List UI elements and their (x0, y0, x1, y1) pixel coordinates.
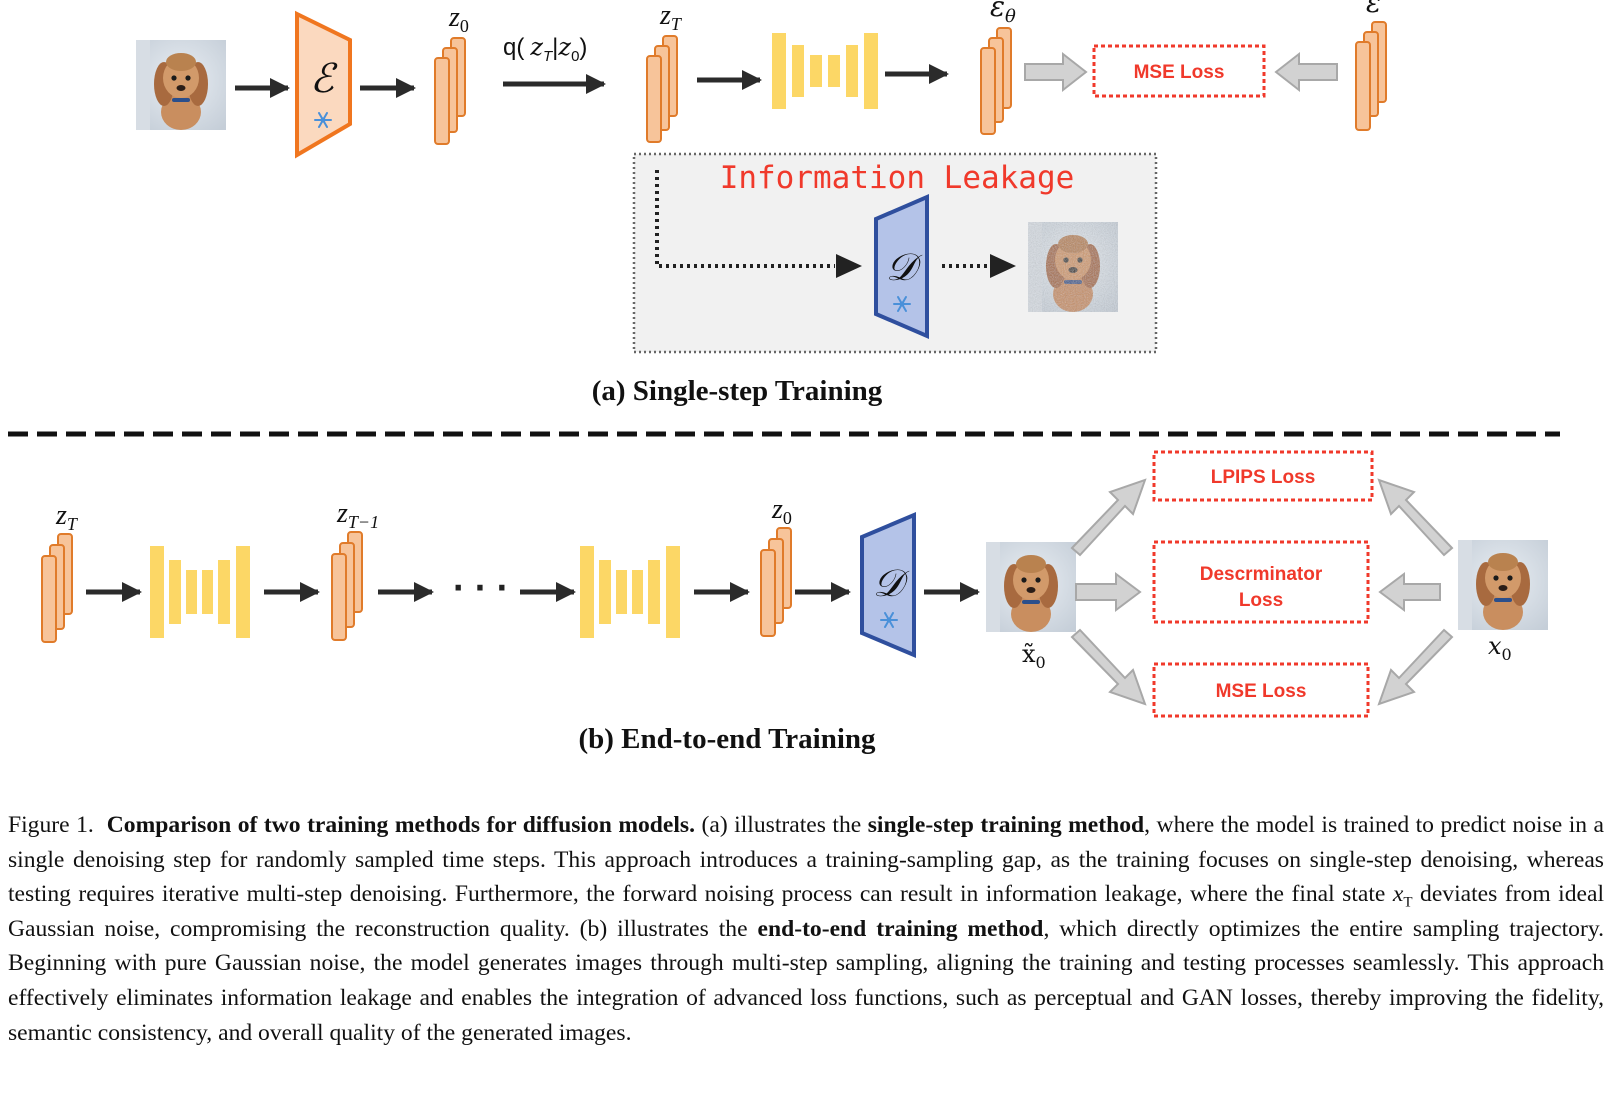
caption-math-x: x (1392, 881, 1404, 908)
caption-math-sub: T (1403, 894, 1413, 911)
svg-text:MSE Loss: MSE Loss (1134, 62, 1225, 83)
ground-truth-image: x0 (1458, 540, 1548, 664)
gray-arrow-to-mse (1024, 51, 1088, 93)
decoder-block-b: 𝒟 (860, 511, 916, 659)
x0-tilde-label: x̃ (1022, 640, 1036, 668)
zT-label: z (659, 0, 671, 31)
zT-sub: T (671, 14, 683, 34)
gray-arrow-from-eps (1274, 51, 1338, 93)
panel-a: ℰ z0 q(zT|z0) zT (136, 0, 1387, 407)
latent-eps-theta: εθ (980, 0, 1016, 135)
svg-text:εθ: εθ (990, 0, 1016, 27)
eps-label: ε (1366, 0, 1381, 19)
lpips-loss-box: LPIPS Loss (1152, 450, 1374, 502)
svg-text:z0: z0 (771, 494, 792, 528)
z0-label: z (448, 2, 460, 33)
figure-caption: Figure 1. Comparison of two training met… (8, 808, 1604, 1050)
latent-zT: zT (646, 0, 683, 143)
latent-zT1: zT−1 (331, 498, 379, 641)
caption-text-3: deviates from ideal Gaussian noise, comp… (8, 881, 1604, 942)
svg-text:zT: zT (55, 500, 79, 534)
gray-arrow-down-left (1070, 628, 1147, 706)
mse-loss-box-b: MSE Loss (1152, 662, 1370, 718)
svg-text:x̃0: x̃0 (1022, 640, 1046, 672)
unet-block (772, 33, 878, 109)
noisy-image (1028, 222, 1118, 312)
svg-text:q(zT|z0): q(zT|z0) (503, 33, 587, 65)
svg-text:z0: z0 (448, 2, 469, 36)
decoder-block-a: 𝒟 (874, 193, 929, 340)
caption-bold-2: end-to-end training method (757, 915, 1044, 942)
latent-z0: z0 (434, 2, 469, 145)
latent-z0-b: z0 (760, 494, 792, 637)
caption-a: (a) Single-step Training (592, 375, 883, 407)
caption-b: (b) End-to-end Training (578, 723, 876, 755)
svg-text:MSE Loss: MSE Loss (1216, 681, 1307, 702)
information-leakage-title: Information Leakage (720, 160, 1075, 196)
generated-image: x̃0 (986, 542, 1076, 672)
caption-text-1: (a) illustrates the (701, 812, 862, 838)
gray-arrow-up-right (1377, 478, 1454, 557)
encoder-symbol: ℰ (310, 56, 338, 102)
svg-text:Descrminator: Descrminator (1200, 564, 1323, 585)
mse-loss-box: MSE Loss (1092, 44, 1266, 98)
x0-label: x (1488, 632, 1502, 660)
latent-zT-b: zT (41, 500, 79, 643)
encoder-block: ℰ (295, 10, 352, 159)
caption-text-4: , which directly optimizes the entire sa… (8, 915, 1604, 1046)
ellipsis: · · · (452, 571, 507, 606)
unet-block-1 (150, 546, 250, 638)
figure-label: Figure 1. (8, 812, 94, 838)
svg-text:zT: zT (659, 0, 683, 34)
svg-text:zT−1: zT−1 (336, 498, 379, 532)
caption-bold-1: single-step training method (867, 812, 1145, 838)
eps-theta-label: ε (990, 0, 1005, 23)
q-label: q(zT|z0) (503, 33, 587, 65)
panel-b: zT zT−1 · · · (41, 450, 1548, 755)
gray-arrow-mid-right (1378, 572, 1441, 612)
svg-text:x0: x0 (1488, 632, 1512, 664)
gray-arrow-up-left (1070, 478, 1147, 557)
information-leakage-panel: Information Leakage 𝒟 (632, 152, 1158, 354)
caption-text-2: , where the model is trained to predict … (8, 812, 1605, 908)
figure-title: Comparison of two training methods for d… (106, 812, 696, 838)
gray-arrow-down-right (1377, 628, 1454, 706)
latent-eps: ε (1355, 0, 1387, 131)
input-image (136, 40, 226, 130)
z0-sub: 0 (460, 16, 469, 36)
discriminator-loss-box: Descrminator Loss (1152, 540, 1370, 624)
svg-text:Loss: Loss (1239, 590, 1283, 611)
gray-arrow-mid-left (1075, 572, 1142, 612)
svg-text:LPIPS Loss: LPIPS Loss (1211, 467, 1316, 488)
diagram: ℰ z0 q(zT|z0) zT (8, 0, 1560, 755)
unet-block-2 (580, 546, 680, 638)
eps-theta-sub: θ (1005, 6, 1016, 27)
